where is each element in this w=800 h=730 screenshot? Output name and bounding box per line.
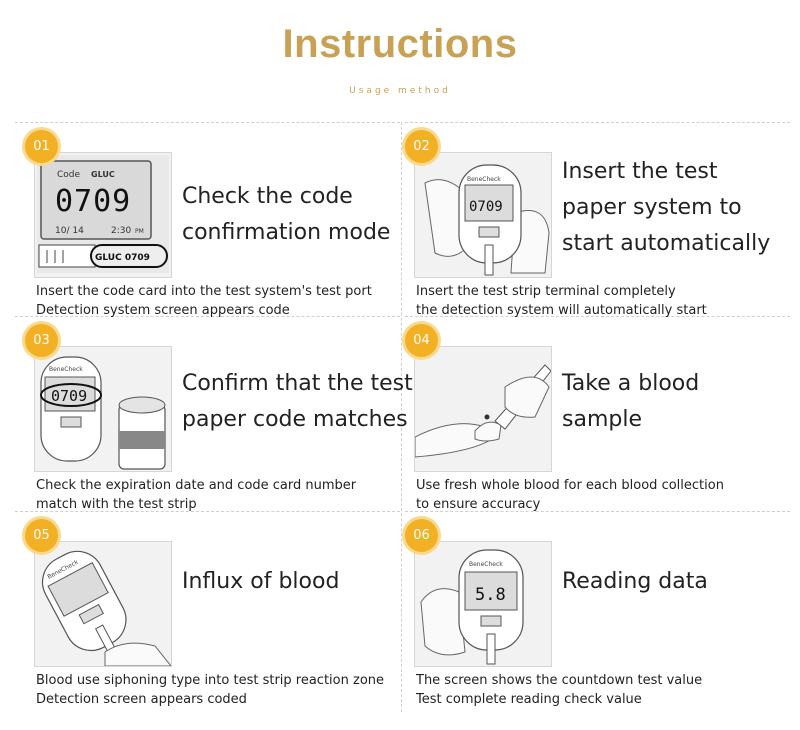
step-image-compare-code: BeneCheck 0709 [34, 346, 172, 472]
step-heading: Check the code confirmation mode [182, 184, 391, 245]
divider [405, 316, 790, 317]
step-description: Use fresh whole blood for each blood col… [416, 478, 724, 512]
step-description: Insert the test strip terminal completel… [416, 284, 707, 318]
step-number-badge: 06 [405, 519, 438, 552]
meter-reading-value: 5.8 [475, 585, 506, 605]
meter-time: 2:30 [111, 226, 131, 236]
step-card-01: Code GLUC 0709 10/ 14 2:30 PM GLUC 0709 … [25, 130, 414, 320]
step-description: Blood use siphoning type into test strip… [36, 673, 385, 707]
column-divider [401, 122, 402, 712]
code-card-label: GLUC 0709 [95, 253, 150, 263]
step-card-05: BeneCheck 05 Influx of blood Blood use s… [25, 519, 414, 709]
step-image-meter-code-screen: Code GLUC 0709 10/ 14 2:30 PM GLUC 0709 [34, 152, 172, 278]
divider [405, 122, 790, 123]
meter-code-value: 0709 [469, 199, 503, 215]
meter-code-value: 0709 [55, 184, 131, 219]
divider [15, 511, 400, 512]
step-heading: Confirm that the test paper code matches [182, 371, 413, 432]
meter-date: 10/ 14 [55, 226, 84, 236]
page-title: Instructions [282, 22, 518, 66]
step-number-badge: 03 [25, 324, 58, 357]
step-image-blood-sample [414, 346, 552, 472]
meter-type-label: GLUC [91, 170, 115, 179]
step-image-reading-data: BeneCheck 5.8 [414, 541, 552, 667]
step-card-06: BeneCheck 5.8 06 Reading data The screen… [405, 519, 794, 709]
step-image-blood-influx: BeneCheck [34, 541, 172, 667]
meter-code-value: 0709 [51, 387, 87, 405]
step-number-badge: 05 [25, 519, 58, 552]
divider [15, 122, 400, 123]
step-heading: Influx of blood [182, 569, 340, 594]
step-description: Check the expiration date and code card … [36, 478, 357, 512]
meter-brand: BeneCheck [469, 561, 503, 568]
step-heading: Take a blood sample [562, 371, 700, 432]
page-subtitle: Usage method [349, 86, 451, 96]
meter-brand: BeneCheck [49, 366, 83, 373]
divider [405, 511, 790, 512]
step-number-badge: 01 [25, 130, 58, 163]
meter-time-suffix: PM [135, 228, 144, 235]
step-heading: Reading data [562, 569, 708, 594]
step-heading: Insert the test paper system to start au… [562, 159, 771, 256]
step-number-badge: 02 [405, 130, 438, 163]
step-image-insert-strip: BeneCheck 0709 [414, 152, 552, 278]
step-card-03: BeneCheck 0709 03 Confirm that the test … [25, 324, 414, 514]
step-card-02: BeneCheck 0709 02 Insert the test paper … [405, 130, 794, 320]
divider [15, 316, 400, 317]
meter-brand: BeneCheck [467, 176, 501, 183]
step-card-04: 04 Take a blood sample Use fresh whole b… [405, 324, 794, 514]
meter-code-label: Code [57, 170, 81, 180]
step-description: The screen shows the countdown test valu… [416, 673, 703, 707]
step-number-badge: 04 [405, 324, 438, 357]
step-description: Insert the code card into the test syste… [36, 284, 372, 318]
